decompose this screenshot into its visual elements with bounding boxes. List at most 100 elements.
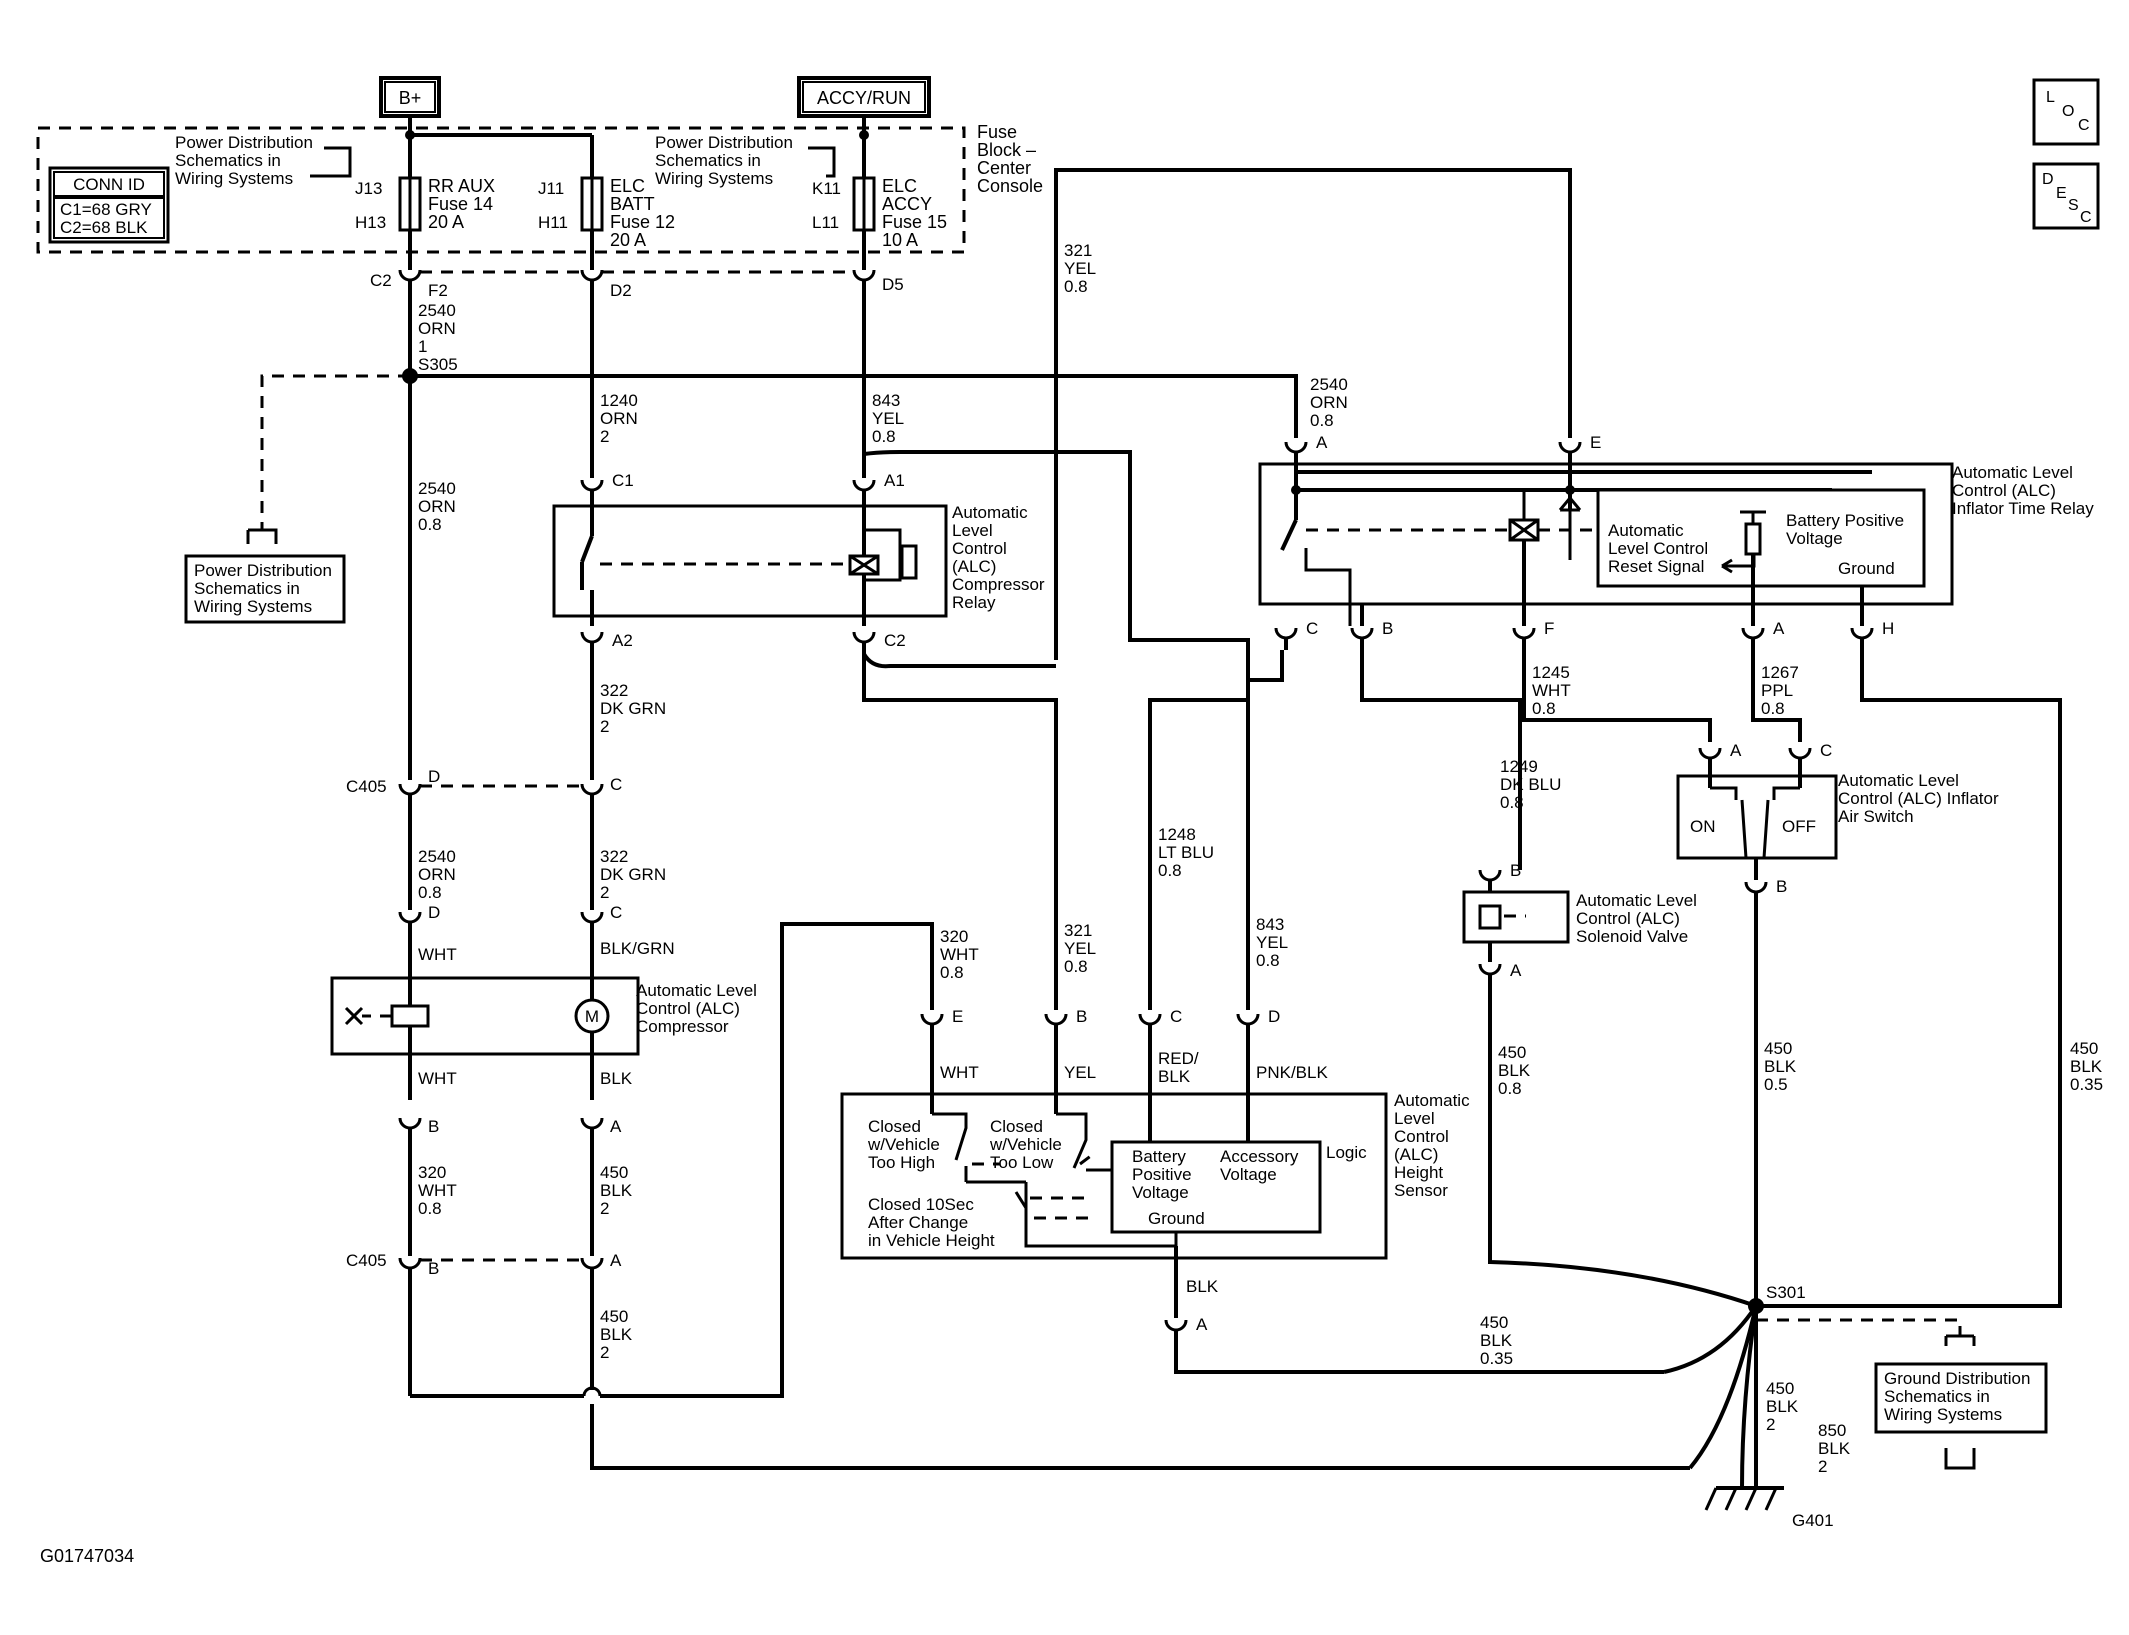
figure-id: G01747034 (40, 1546, 134, 1566)
svg-text:Closed: Closed (990, 1117, 1043, 1136)
svg-text:D: D (428, 903, 440, 922)
svg-text:BLK: BLK (1766, 1397, 1799, 1416)
svg-text:Closed: Closed (868, 1117, 921, 1136)
svg-text:320: 320 (418, 1163, 446, 1182)
svg-text:C2: C2 (884, 631, 906, 650)
svg-text:LT BLU: LT BLU (1158, 843, 1214, 862)
svg-text:Automatic Level: Automatic Level (636, 981, 757, 1000)
svg-text:322: 322 (600, 847, 628, 866)
ground-g401: G401 (1704, 1486, 1834, 1530)
svg-text:Level Control: Level Control (1608, 539, 1708, 558)
svg-text:0.8: 0.8 (1761, 699, 1785, 718)
svg-text:Power Distribution: Power Distribution (655, 133, 793, 152)
svg-text:RR AUX: RR AUX (428, 176, 495, 196)
svg-text:C: C (2078, 117, 2090, 134)
svg-text:DK BLU: DK BLU (1500, 775, 1561, 794)
svg-text:843: 843 (872, 391, 900, 410)
fuse-block-outline (36, 126, 966, 254)
connector-c405-top: C405 D C 2540 ORN 0.8 322 DK GRN 2 D C (346, 767, 666, 924)
svg-text:Wiring Systems: Wiring Systems (175, 169, 293, 188)
svg-text:0.8: 0.8 (872, 427, 896, 446)
desc-icon[interactable]: D E S C (2032, 162, 2100, 230)
svg-text:D: D (428, 767, 440, 786)
svg-text:B: B (1510, 861, 1521, 880)
svg-text:Relay: Relay (952, 593, 996, 612)
svg-text:H: H (1882, 619, 1894, 638)
svg-text:ORN: ORN (1310, 393, 1348, 412)
svg-text:450: 450 (600, 1163, 628, 1182)
svg-text:Voltage: Voltage (1132, 1183, 1189, 1202)
svg-text:Level: Level (1394, 1109, 1435, 1128)
svg-text:1245: 1245 (1532, 663, 1570, 682)
svg-text:BATT: BATT (610, 194, 655, 214)
loc-icon[interactable]: L O C (2032, 78, 2100, 146)
svg-text:0.8: 0.8 (1498, 1079, 1522, 1098)
wire-1245-wht: 1245 WHT 0.8 (1522, 638, 1712, 742)
svg-text:Schematics in: Schematics in (175, 151, 281, 170)
svg-text:WHT: WHT (1532, 681, 1571, 700)
svg-text:J13: J13 (355, 179, 382, 198)
svg-text:BLK: BLK (2070, 1057, 2103, 1076)
svg-text:Power Distribution: Power Distribution (175, 133, 313, 152)
svg-text:S305: S305 (418, 355, 458, 374)
svg-text:20 A: 20 A (610, 230, 646, 250)
svg-text:450: 450 (1498, 1043, 1526, 1062)
svg-text:A: A (1510, 961, 1522, 980)
svg-text:450: 450 (600, 1307, 628, 1326)
ground-dist-reference: Ground Distribution Schematics in Wiring… (1756, 1318, 2048, 1470)
svg-text:BLK: BLK (1158, 1067, 1191, 1086)
svg-text:(ALC): (ALC) (952, 557, 996, 576)
wire-843-yel: 843 YEL 0.8 (862, 280, 1250, 1010)
svg-text:Control (ALC) Inflator: Control (ALC) Inflator (1838, 789, 1999, 808)
svg-text:450: 450 (1766, 1379, 1794, 1398)
svg-text:L11: L11 (812, 213, 839, 232)
fuse-block-label: Fuse Block – Center Console (977, 122, 1043, 196)
svg-text:E: E (1590, 433, 1601, 452)
svg-text:2: 2 (1818, 1457, 1827, 1476)
svg-text:BLK: BLK (1498, 1061, 1531, 1080)
svg-text:Too High: Too High (868, 1153, 935, 1172)
svg-text:A: A (1316, 433, 1328, 452)
svg-text:322: 322 (600, 681, 628, 700)
svg-text:ELC: ELC (882, 176, 917, 196)
svg-text:After Change: After Change (868, 1213, 968, 1232)
svg-text:Wiring Systems: Wiring Systems (655, 169, 773, 188)
wire-450-relay-ground: 450 BLK 0.35 (1756, 638, 2103, 1308)
svg-text:843: 843 (1256, 915, 1284, 934)
svg-text:Console: Console (977, 176, 1043, 196)
alc-inflator-time-relay: A E Automatic Level Control Reset Signal… (1258, 433, 2094, 640)
wire-2540-orn-left: 2540 ORN 0.8 (408, 376, 456, 780)
svg-text:Compressor: Compressor (636, 1017, 729, 1036)
svg-text:0.8: 0.8 (1532, 699, 1556, 718)
svg-text:YEL: YEL (1064, 1063, 1096, 1082)
svg-text:(ALC): (ALC) (1394, 1145, 1438, 1164)
relay-c2-wire: 321 YEL 0.8 (862, 642, 1096, 1010)
svg-text:Control: Control (1394, 1127, 1449, 1146)
relay-outputs-c-b (1284, 638, 1522, 870)
svg-text:C: C (2080, 209, 2092, 226)
alc-compressor: WHT BLK/GRN M Automatic Level Control (A… (330, 922, 757, 1100)
svg-text:ORN: ORN (418, 319, 456, 338)
svg-text:Positive: Positive (1132, 1165, 1192, 1184)
wire-322-dk-grn: 322 DK GRN 2 (590, 642, 666, 780)
svg-text:K11: K11 (812, 179, 841, 198)
svg-text:2: 2 (600, 1199, 609, 1218)
svg-text:YEL: YEL (1256, 933, 1288, 952)
svg-text:C1=68 GRY: C1=68 GRY (60, 200, 152, 219)
svg-text:Automatic: Automatic (1394, 1091, 1470, 1110)
svg-text:Voltage: Voltage (1786, 529, 1843, 548)
svg-text:0.8: 0.8 (418, 1199, 442, 1218)
svg-text:Control: Control (952, 539, 1007, 558)
svg-text:CONN ID: CONN ID (73, 175, 145, 194)
svg-text:Inflator Time Relay: Inflator Time Relay (1952, 499, 2094, 518)
svg-text:Center: Center (977, 158, 1031, 178)
svg-text:J11: J11 (538, 179, 564, 198)
alc-inflator-air-switch: A C ON OFF Automatic Level Control (ALC)… (1676, 741, 1999, 1306)
svg-text:D: D (1268, 1007, 1280, 1026)
svg-text:A: A (1773, 619, 1785, 638)
svg-text:C: C (610, 775, 622, 794)
svg-text:Automatic Level: Automatic Level (1952, 463, 2073, 482)
svg-text:0.8: 0.8 (1310, 411, 1334, 430)
wire-1248-lt-blu: 1248 LT BLU 0.8 (1148, 698, 1248, 1010)
svg-text:BLK: BLK (600, 1069, 633, 1088)
